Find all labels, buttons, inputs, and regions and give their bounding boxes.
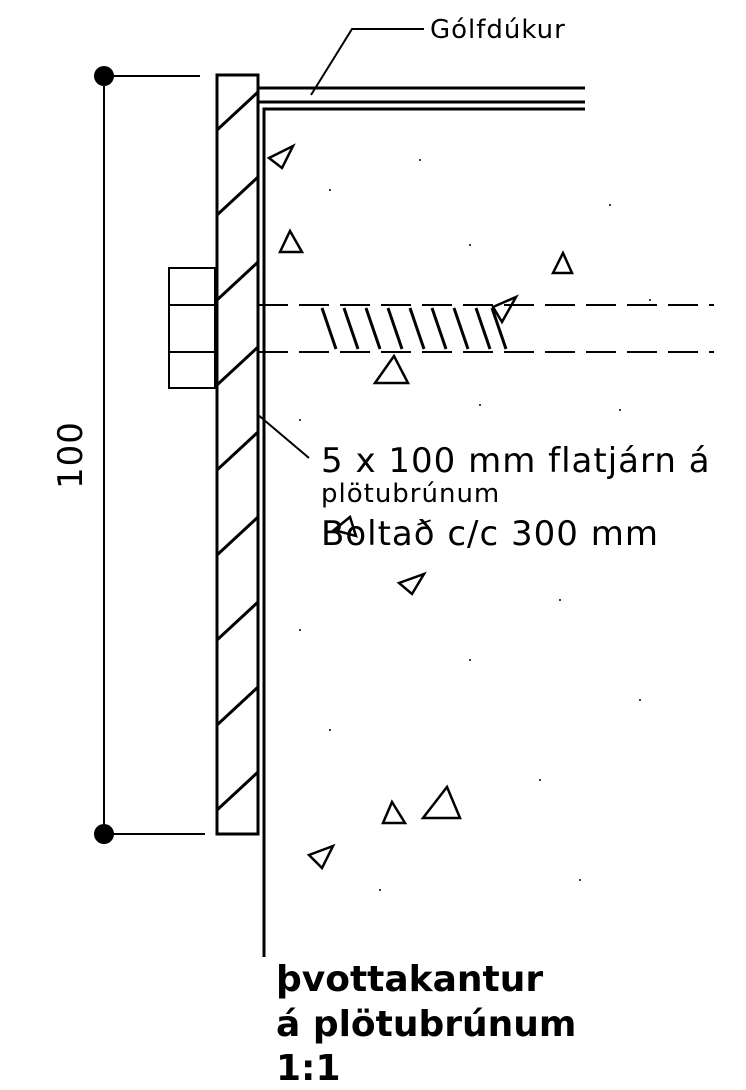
floor-covering-label: Gólfdúkur [430,15,566,45]
leader-plate-note [256,413,310,459]
bolt-head [168,267,216,389]
slab-edge [258,86,585,957]
drawing-title-line-2: á plötubrúnum [276,1004,576,1045]
concrete-aggregate [266,143,574,871]
drawing-title-line-1: þvottakantur [276,959,543,1000]
leader-floor-covering [310,28,424,96]
concrete-speckles [299,159,651,891]
dimension-dot-bottom [94,824,114,844]
dimension-line [103,75,205,835]
plate-note-line-2: plötubrúnum [321,479,500,509]
dimension-label: 100 [51,421,91,489]
flat-iron-plate [215,73,260,836]
bolt-thread [320,307,508,350]
plate-note-line-1: 5 x 100 mm flatjárn á [321,441,711,481]
dimension-dot-top [94,66,114,86]
bolt-shank [258,304,714,353]
plate-note-line-3: Boltað c/c 300 mm [321,514,659,554]
drawing-scale: 1:1 [276,1048,341,1089]
